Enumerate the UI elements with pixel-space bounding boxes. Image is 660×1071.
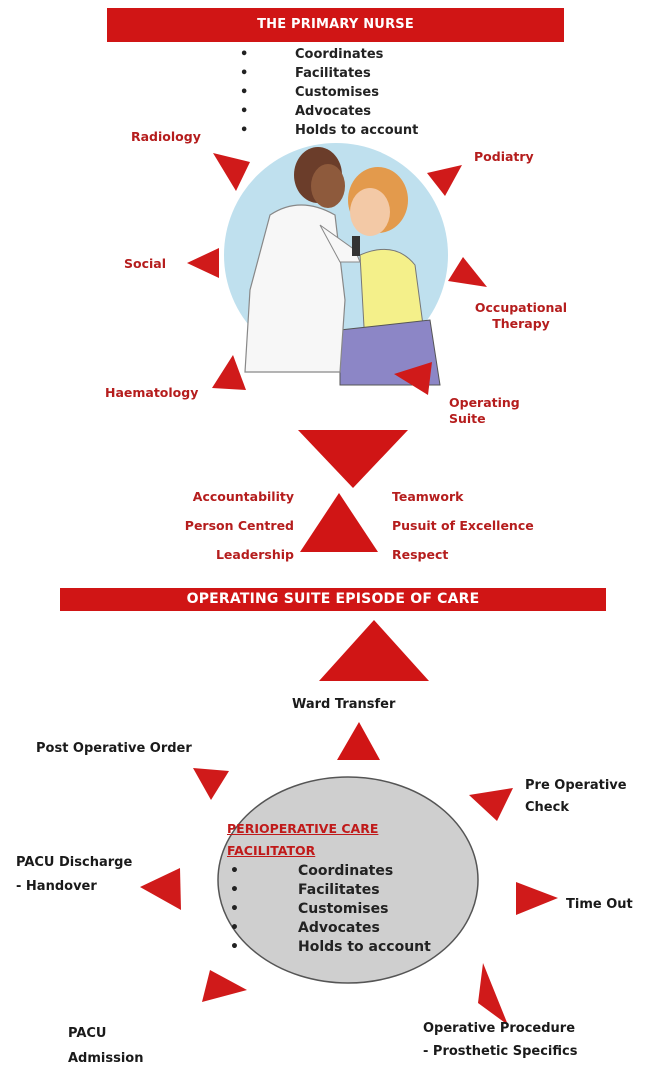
radiology-arrow (213, 153, 250, 191)
episode-up-triangle (319, 620, 429, 681)
down-triangle (298, 430, 408, 488)
label-occupational-line1: Occupational (474, 300, 568, 315)
values-left: Accountability Person Centred Leadership (150, 482, 294, 569)
role-item: Customises (240, 83, 418, 102)
post-op-arrow (193, 768, 229, 800)
label-pre-op-line1: Pre Operative (525, 778, 627, 793)
facilitator-role-item: Coordinates (230, 862, 431, 881)
label-pacu-discharge-line2: - Handover (16, 879, 97, 894)
label-occupational-therapy: Occupational Therapy (468, 300, 574, 332)
primary-nurse-roles: Coordinates Facilitates Customises Advoc… (240, 45, 418, 140)
episode-of-care-banner: OPERATING SUITE EPISODE OF CARE (60, 588, 606, 611)
label-post-operative-order: Post Operative Order (36, 741, 192, 756)
pacu-discharge-arrow (140, 868, 181, 910)
pre-op-arrow (469, 788, 513, 821)
pacu-admission-arrow (202, 970, 247, 1002)
up-triangle (300, 493, 378, 552)
haematology-arrow (212, 355, 246, 390)
value-respect: Respect (392, 547, 449, 562)
facilitator-role-item: Advocates (230, 919, 431, 938)
label-pacu-discharge-line1: PACU Discharge (16, 855, 133, 870)
role-item: Coordinates (240, 45, 418, 64)
facilitator-role-item: Holds to account (230, 938, 431, 957)
episode-arrows (140, 768, 558, 1025)
label-haematology: Haematology (105, 385, 199, 400)
label-time-out: Time Out (566, 897, 633, 912)
label-pacu-discharge: PACU Discharge - Handover (16, 851, 132, 899)
primary-nurse-banner: THE PRIMARY NURSE (107, 8, 564, 42)
time-out-arrow (516, 882, 558, 915)
label-pre-operative-check: Pre Operative Check (525, 775, 627, 819)
facilitator-title-line1: PERIOPERATIVE CARE (227, 821, 379, 836)
label-pacu-admission-line2: Admission (68, 1051, 144, 1066)
label-podiatry: Podiatry (474, 149, 534, 164)
label-occupational-line2: Therapy (492, 316, 550, 331)
label-radiology: Radiology (131, 129, 201, 144)
label-op-procedure-line2: - Prosthetic Specifics (423, 1044, 578, 1059)
ward-transfer-arrow (337, 722, 380, 760)
label-pacu-admission: PACU Admission (68, 1021, 144, 1071)
role-item: Advocates (240, 102, 418, 121)
value-pursuit-of-excellence: Pusuit of Excellence (392, 518, 534, 533)
label-operating-line2: Suite (449, 411, 486, 426)
facilitator-roles: Coordinates Facilitates Customises Advoc… (230, 862, 431, 957)
operating-suite-arrow (394, 362, 432, 395)
value-leadership: Leadership (215, 547, 294, 562)
role-item: Holds to account (240, 121, 418, 140)
service-arrows (187, 153, 487, 395)
facilitator-role-item: Facilitates (230, 881, 431, 900)
values-right: Teamwork Pusuit of Excellence Respect (392, 482, 534, 569)
role-item: Facilitates (240, 64, 418, 83)
facilitator-title-line2: FACILITATOR (227, 843, 316, 858)
label-operating-suite: Operating Suite (449, 395, 520, 427)
op-procedure-arrow (478, 963, 508, 1025)
label-pacu-admission-line1: PACU (68, 1026, 107, 1041)
label-pre-op-line2: Check (525, 800, 569, 815)
social-arrow (187, 248, 219, 278)
facilitator-title: PERIOPERATIVE CARE FACILITATOR (227, 818, 457, 862)
podiatry-arrow (427, 165, 462, 196)
label-social: Social (124, 256, 167, 271)
label-operating-line1: Operating (449, 395, 520, 410)
nurse-patient-illustration (224, 143, 448, 386)
label-op-procedure-line1: Operative Procedure (423, 1021, 576, 1036)
occupational-arrow (448, 257, 487, 287)
facilitator-role-item: Customises (230, 900, 431, 919)
label-ward-transfer: Ward Transfer (292, 697, 396, 712)
value-person-centred: Person Centred (184, 518, 294, 533)
value-teamwork: Teamwork (392, 489, 464, 504)
value-accountability: Accountability (192, 489, 294, 504)
label-operative-procedure: Operative Procedure - Prosthetic Specifi… (423, 1017, 577, 1063)
